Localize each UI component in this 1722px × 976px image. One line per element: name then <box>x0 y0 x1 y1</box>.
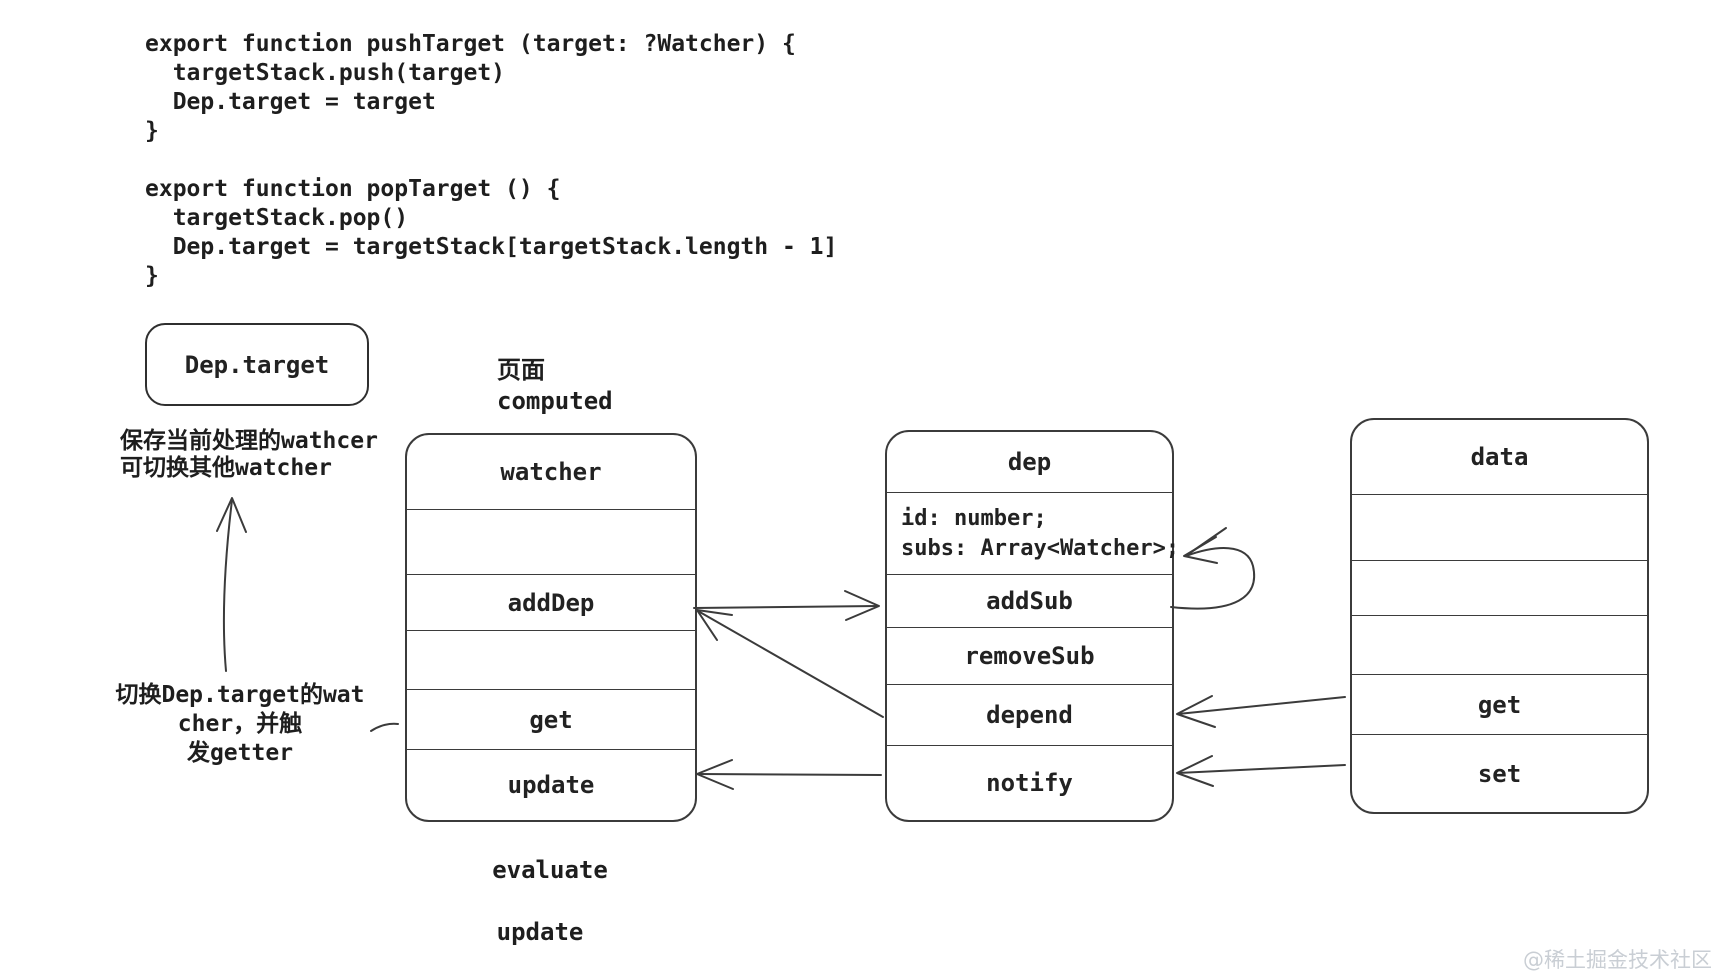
watcher-row-adddep: addDep <box>407 574 695 630</box>
arrow-note-up-icon <box>216 497 247 672</box>
arrow-adddep-to-addsub-icon <box>693 590 880 621</box>
arrow-set-to-notify-icon <box>1176 755 1346 787</box>
data-row-empty-1 <box>1352 494 1647 560</box>
arrow-get-to-depend-icon <box>1176 695 1346 728</box>
switch-target-line2: cher，并触 <box>177 711 303 737</box>
save-watcher-line1: 保存当前处理的wathcer <box>120 428 378 454</box>
evaluate-label: evaluate <box>492 856 608 884</box>
save-watcher-line2: 可切换其他watcher <box>120 455 332 481</box>
watcher-row-empty-2 <box>407 630 695 689</box>
watcher-row-get: get <box>407 689 695 749</box>
dep-target-label: Dep.target <box>184 350 330 379</box>
arrow-depend-to-adddep-icon <box>696 609 884 718</box>
page-computed-line2: computed <box>497 387 613 415</box>
watcher-row-update: update <box>407 749 695 820</box>
page-computed-note: 页面 computed <box>497 355 613 417</box>
update-label: update <box>496 918 584 946</box>
watcher-title: watcher <box>500 458 602 486</box>
data-row-get: get <box>1352 674 1647 734</box>
data-class-box: data get set <box>1350 418 1649 814</box>
dep-target-box: Dep.target <box>145 323 369 406</box>
dep-row-depend: depend <box>887 684 1172 745</box>
dep-row-notify: notify <box>887 745 1172 820</box>
arrow-addsub-self-loop-icon <box>1170 527 1256 610</box>
watcher-row-empty-1 <box>407 509 695 574</box>
page-computed-line1: 页面 <box>497 356 545 384</box>
save-watcher-note: 保存当前处理的wathcer 可切换其他watcher <box>120 428 378 482</box>
data-row-empty-2 <box>1352 560 1647 615</box>
dep-field-subs: subs: Array<Watcher>; <box>901 535 1180 561</box>
dep-fields: id: number; subs: Array<Watcher>; <box>887 492 1179 574</box>
data-title: data <box>1470 443 1529 471</box>
dep-title: dep <box>1007 448 1052 476</box>
code-snippet: export function pushTarget (target: ?Wat… <box>145 31 838 289</box>
data-row-set: set <box>1352 734 1647 812</box>
watcher-class-box: watcher addDep get update <box>405 433 697 822</box>
dep-row-addsub: addSub <box>887 574 1172 627</box>
dep-row-removesub: removeSub <box>887 627 1172 684</box>
dep-class-box: dep id: number; subs: Array<Watcher>; ad… <box>885 430 1179 822</box>
switch-target-line1: 切换Dep.target的wat <box>115 682 365 708</box>
data-row-empty-3 <box>1352 615 1647 674</box>
switch-target-note: 切换Dep.target的wat cher，并触 发getter <box>95 681 385 768</box>
dep-field-id: id: number; <box>901 505 1047 531</box>
watermark: @稀土掘金技术社区 <box>1523 948 1712 972</box>
switch-target-line3: 发getter <box>186 740 294 766</box>
arrow-notify-to-update-icon <box>696 759 882 790</box>
